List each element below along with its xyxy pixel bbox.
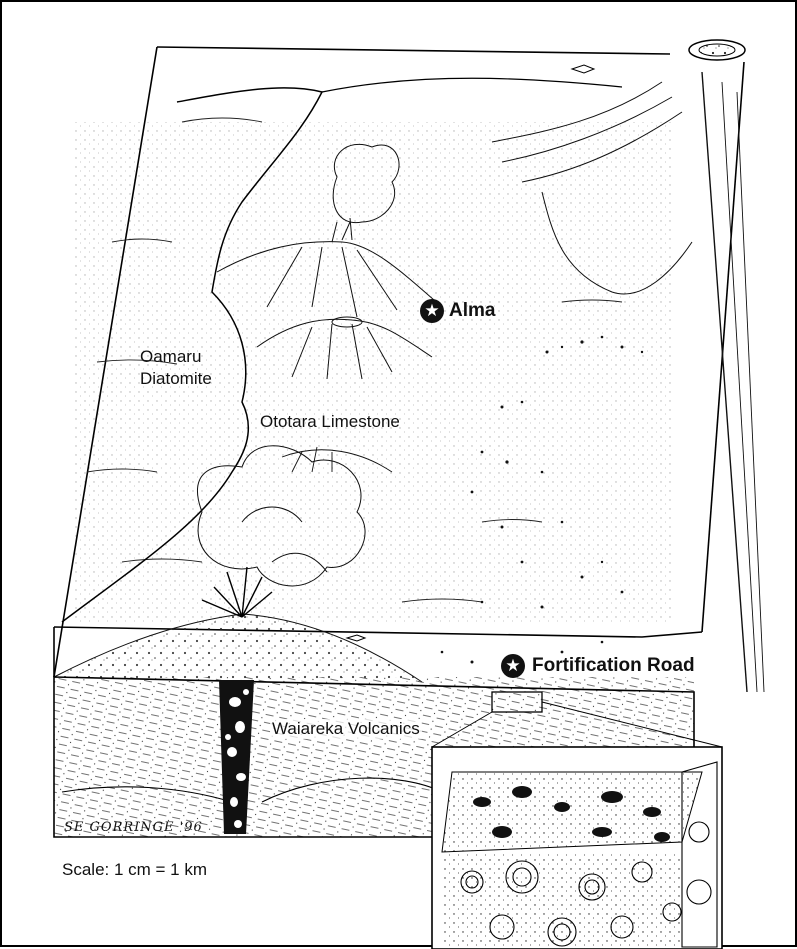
fish-icon: [572, 65, 594, 73]
alma-star-icon: ★: [420, 299, 444, 323]
oamaru-diatomite-label: Oamaru Diatomite: [140, 346, 212, 390]
scale-label: Scale: 1 cm = 1 km: [62, 860, 207, 880]
waiareka-volcanics-label: Waiareka Volcanics: [270, 719, 422, 739]
fortification-star-icon: ★: [501, 654, 525, 678]
fortification-road-label: Fortification Road: [532, 656, 695, 676]
alma-label: Alma: [449, 301, 495, 321]
volcano-flank-tephra: [54, 614, 422, 682]
ototara-limestone-label: Ototara Limestone: [260, 412, 400, 432]
inset-block: [432, 747, 722, 949]
artist-signature: SE GORRINGE '96: [64, 820, 203, 835]
shoreline: [322, 78, 622, 92]
fish-icon-2: [347, 635, 365, 641]
